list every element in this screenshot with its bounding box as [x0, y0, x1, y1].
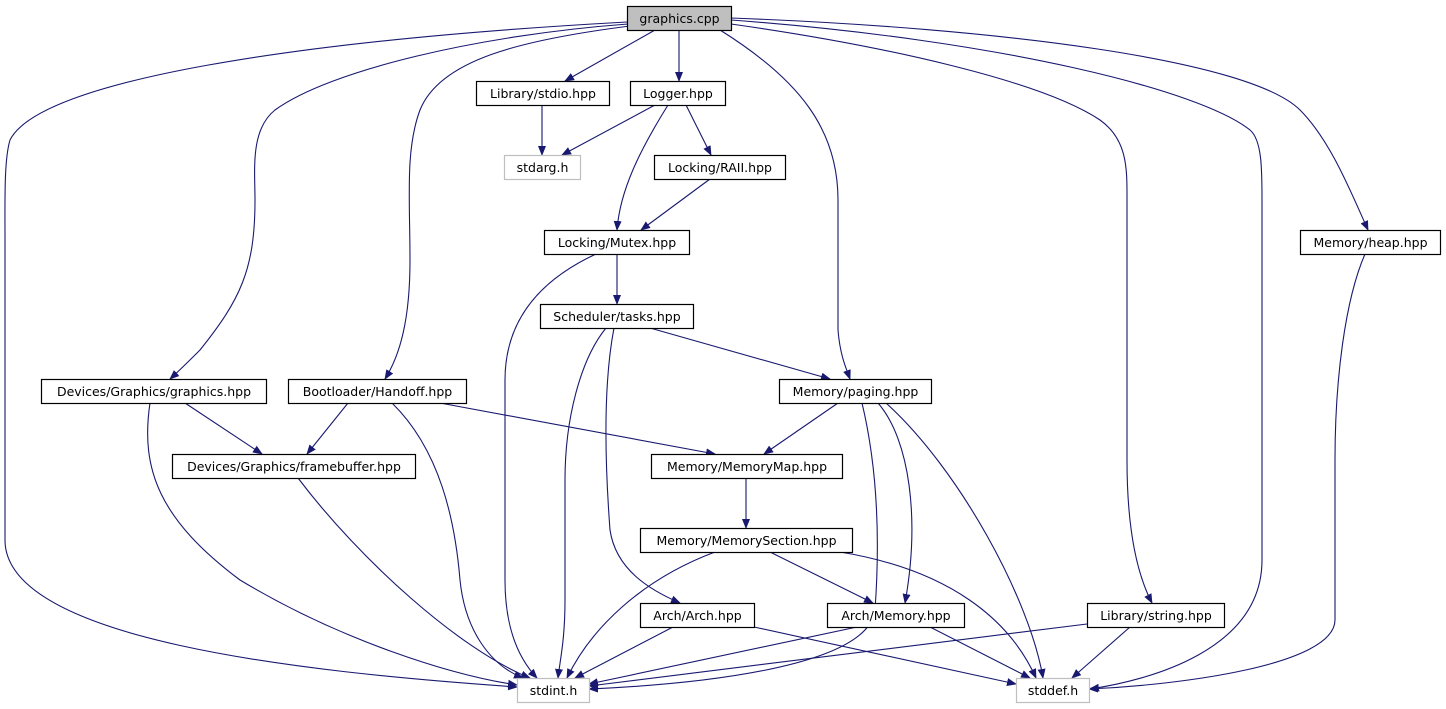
node-label: Arch/Memory.hpp [841, 608, 950, 623]
node-arch-memory[interactable]: Arch/Memory.hpp [826, 602, 966, 629]
edge-arch-memory-to-stddef [929, 626, 1031, 679]
node-box[interactable] [516, 677, 591, 704]
node-label: Logger.hpp [643, 86, 713, 101]
node-label: Memory/MemoryMap.hpp [667, 459, 827, 474]
edge-devices-graphics-to-stdint [147, 402, 518, 688]
node-box[interactable] [539, 303, 695, 330]
node-locking-mutex[interactable]: Locking/Mutex.hpp [543, 229, 691, 256]
node-devices-graphics[interactable]: Devices/Graphics/graphics.hpp [40, 378, 268, 405]
edge-arch-arch-to-stddef [753, 626, 1017, 686]
node-memory-heap[interactable]: Memory/heap.hpp [1299, 229, 1442, 256]
edge-graphics-cpp-to-stddef [730, 19, 1263, 692]
edge-memory-memorysection-to-stdint [566, 551, 716, 679]
node-library-string[interactable]: Library/string.hpp [1086, 602, 1226, 629]
node-box[interactable] [171, 453, 417, 480]
node-label: Memory/MemorySection.hpp [656, 533, 836, 548]
node-memory-paging[interactable]: Memory/paging.hpp [778, 378, 933, 405]
edge-arch-arch-to-stdint [574, 626, 674, 679]
node-label: Library/string.hpp [1100, 608, 1212, 623]
edge-locking-raii-to-locking-mutex [640, 178, 711, 231]
node-stddef[interactable]: stddef.h [1015, 677, 1091, 704]
node-label: Devices/Graphics/graphics.hpp [57, 384, 251, 399]
node-box[interactable] [503, 154, 582, 181]
edge-graphics-cpp-to-memory-paging [719, 29, 851, 380]
node-box[interactable] [639, 602, 756, 629]
node-stdarg[interactable]: stdarg.h [503, 154, 582, 181]
edge-graphics-cpp-to-stdint [4, 21, 628, 691]
edge-logger-to-locking-mutex [613, 104, 669, 231]
node-box[interactable] [1015, 677, 1091, 704]
node-label: Library/stdio.hpp [490, 86, 596, 101]
edge-scheduler-tasks-to-stdint [555, 327, 607, 679]
node-label: Locking/Mutex.hpp [558, 235, 676, 250]
edge-memory-memorysection-to-stddef [839, 551, 1037, 679]
edge-library-string-to-stddef [1071, 626, 1131, 679]
node-box[interactable] [650, 453, 844, 480]
node-label: Devices/Graphics/framebuffer.hpp [187, 459, 401, 474]
node-arch-arch[interactable]: Arch/Arch.hpp [639, 602, 756, 629]
node-box[interactable] [1086, 602, 1226, 629]
edge-memory-paging-to-memory-memorymap [763, 402, 839, 455]
node-memory-memorysection[interactable]: Memory/MemorySection.hpp [639, 527, 854, 554]
node-box[interactable] [543, 229, 691, 256]
node-label: Arch/Arch.hpp [653, 608, 741, 623]
node-box[interactable] [40, 378, 268, 405]
edges-layer [4, 17, 1369, 693]
node-graphics-cpp[interactable]: graphics.cpp [626, 5, 733, 32]
edge-logger-to-stdarg [561, 104, 656, 156]
node-label: graphics.cpp [639, 11, 719, 26]
node-stdint[interactable]: stdint.h [516, 677, 591, 704]
node-label: Locking/RAII.hpp [668, 160, 772, 175]
edge-graphics-cpp-to-library-string [730, 23, 1153, 604]
node-box[interactable] [778, 378, 933, 405]
node-box[interactable] [475, 80, 611, 107]
edge-graphics-cpp-to-devices-graphics [169, 23, 629, 380]
edge-memory-paging-to-arch-memory [877, 402, 913, 604]
node-label: Bootloader/Handoff.hpp [303, 384, 453, 399]
edge-scheduler-tasks-to-arch-arch [605, 327, 681, 604]
edge-arch-memory-to-stdint [588, 626, 858, 687]
edge-graphics-cpp-to-library-stdio [564, 29, 656, 82]
edge-devices-graphics-to-devices-framebuffer [184, 402, 263, 455]
node-label: Scheduler/tasks.hpp [553, 309, 680, 324]
edge-memory-paging-to-stddef [885, 402, 1046, 679]
edge-library-string-to-stdint [588, 623, 1088, 689]
edge-memory-heap-to-stddef [1088, 253, 1366, 693]
node-memory-memorymap[interactable]: Memory/MemoryMap.hpp [650, 453, 844, 480]
node-scheduler-tasks[interactable]: Scheduler/tasks.hpp [539, 303, 695, 330]
node-box[interactable] [626, 5, 733, 32]
edge-logger-to-locking-raii [685, 104, 712, 156]
edge-bootloader-handoff-to-memory-memorymap [439, 402, 716, 457]
edge-graphics-cpp-to-memory-heap [730, 17, 1369, 231]
node-label: Memory/paging.hpp [793, 384, 919, 399]
edge-bootloader-handoff-to-devices-framebuffer [306, 402, 349, 455]
edge-memory-memorysection-to-arch-memory [769, 551, 874, 604]
node-devices-framebuffer[interactable]: Devices/Graphics/framebuffer.hpp [171, 453, 417, 480]
node-box[interactable] [629, 80, 727, 107]
node-label: Memory/heap.hpp [1313, 235, 1427, 250]
node-box[interactable] [653, 154, 787, 181]
node-box[interactable] [1299, 229, 1442, 256]
node-bootloader-handoff[interactable]: Bootloader/Handoff.hpp [287, 378, 468, 405]
node-logger[interactable]: Logger.hpp [629, 80, 727, 107]
edge-scheduler-tasks-to-memory-paging [649, 327, 831, 381]
node-box[interactable] [639, 527, 854, 554]
edge-graphics-cpp-to-bootloader-handoff [384, 25, 631, 380]
node-library-stdio[interactable]: Library/stdio.hpp [475, 80, 611, 107]
node-label: stddef.h [1028, 683, 1078, 698]
edge-locking-mutex-to-stdint [504, 253, 597, 679]
edge-devices-framebuffer-to-stdint [297, 477, 531, 679]
node-box[interactable] [826, 602, 966, 629]
node-locking-raii[interactable]: Locking/RAII.hpp [653, 154, 787, 181]
node-label: stdint.h [530, 683, 578, 698]
edge-bootloader-handoff-to-stdint [391, 402, 524, 679]
node-box[interactable] [287, 378, 468, 405]
node-label: stdarg.h [517, 160, 569, 175]
